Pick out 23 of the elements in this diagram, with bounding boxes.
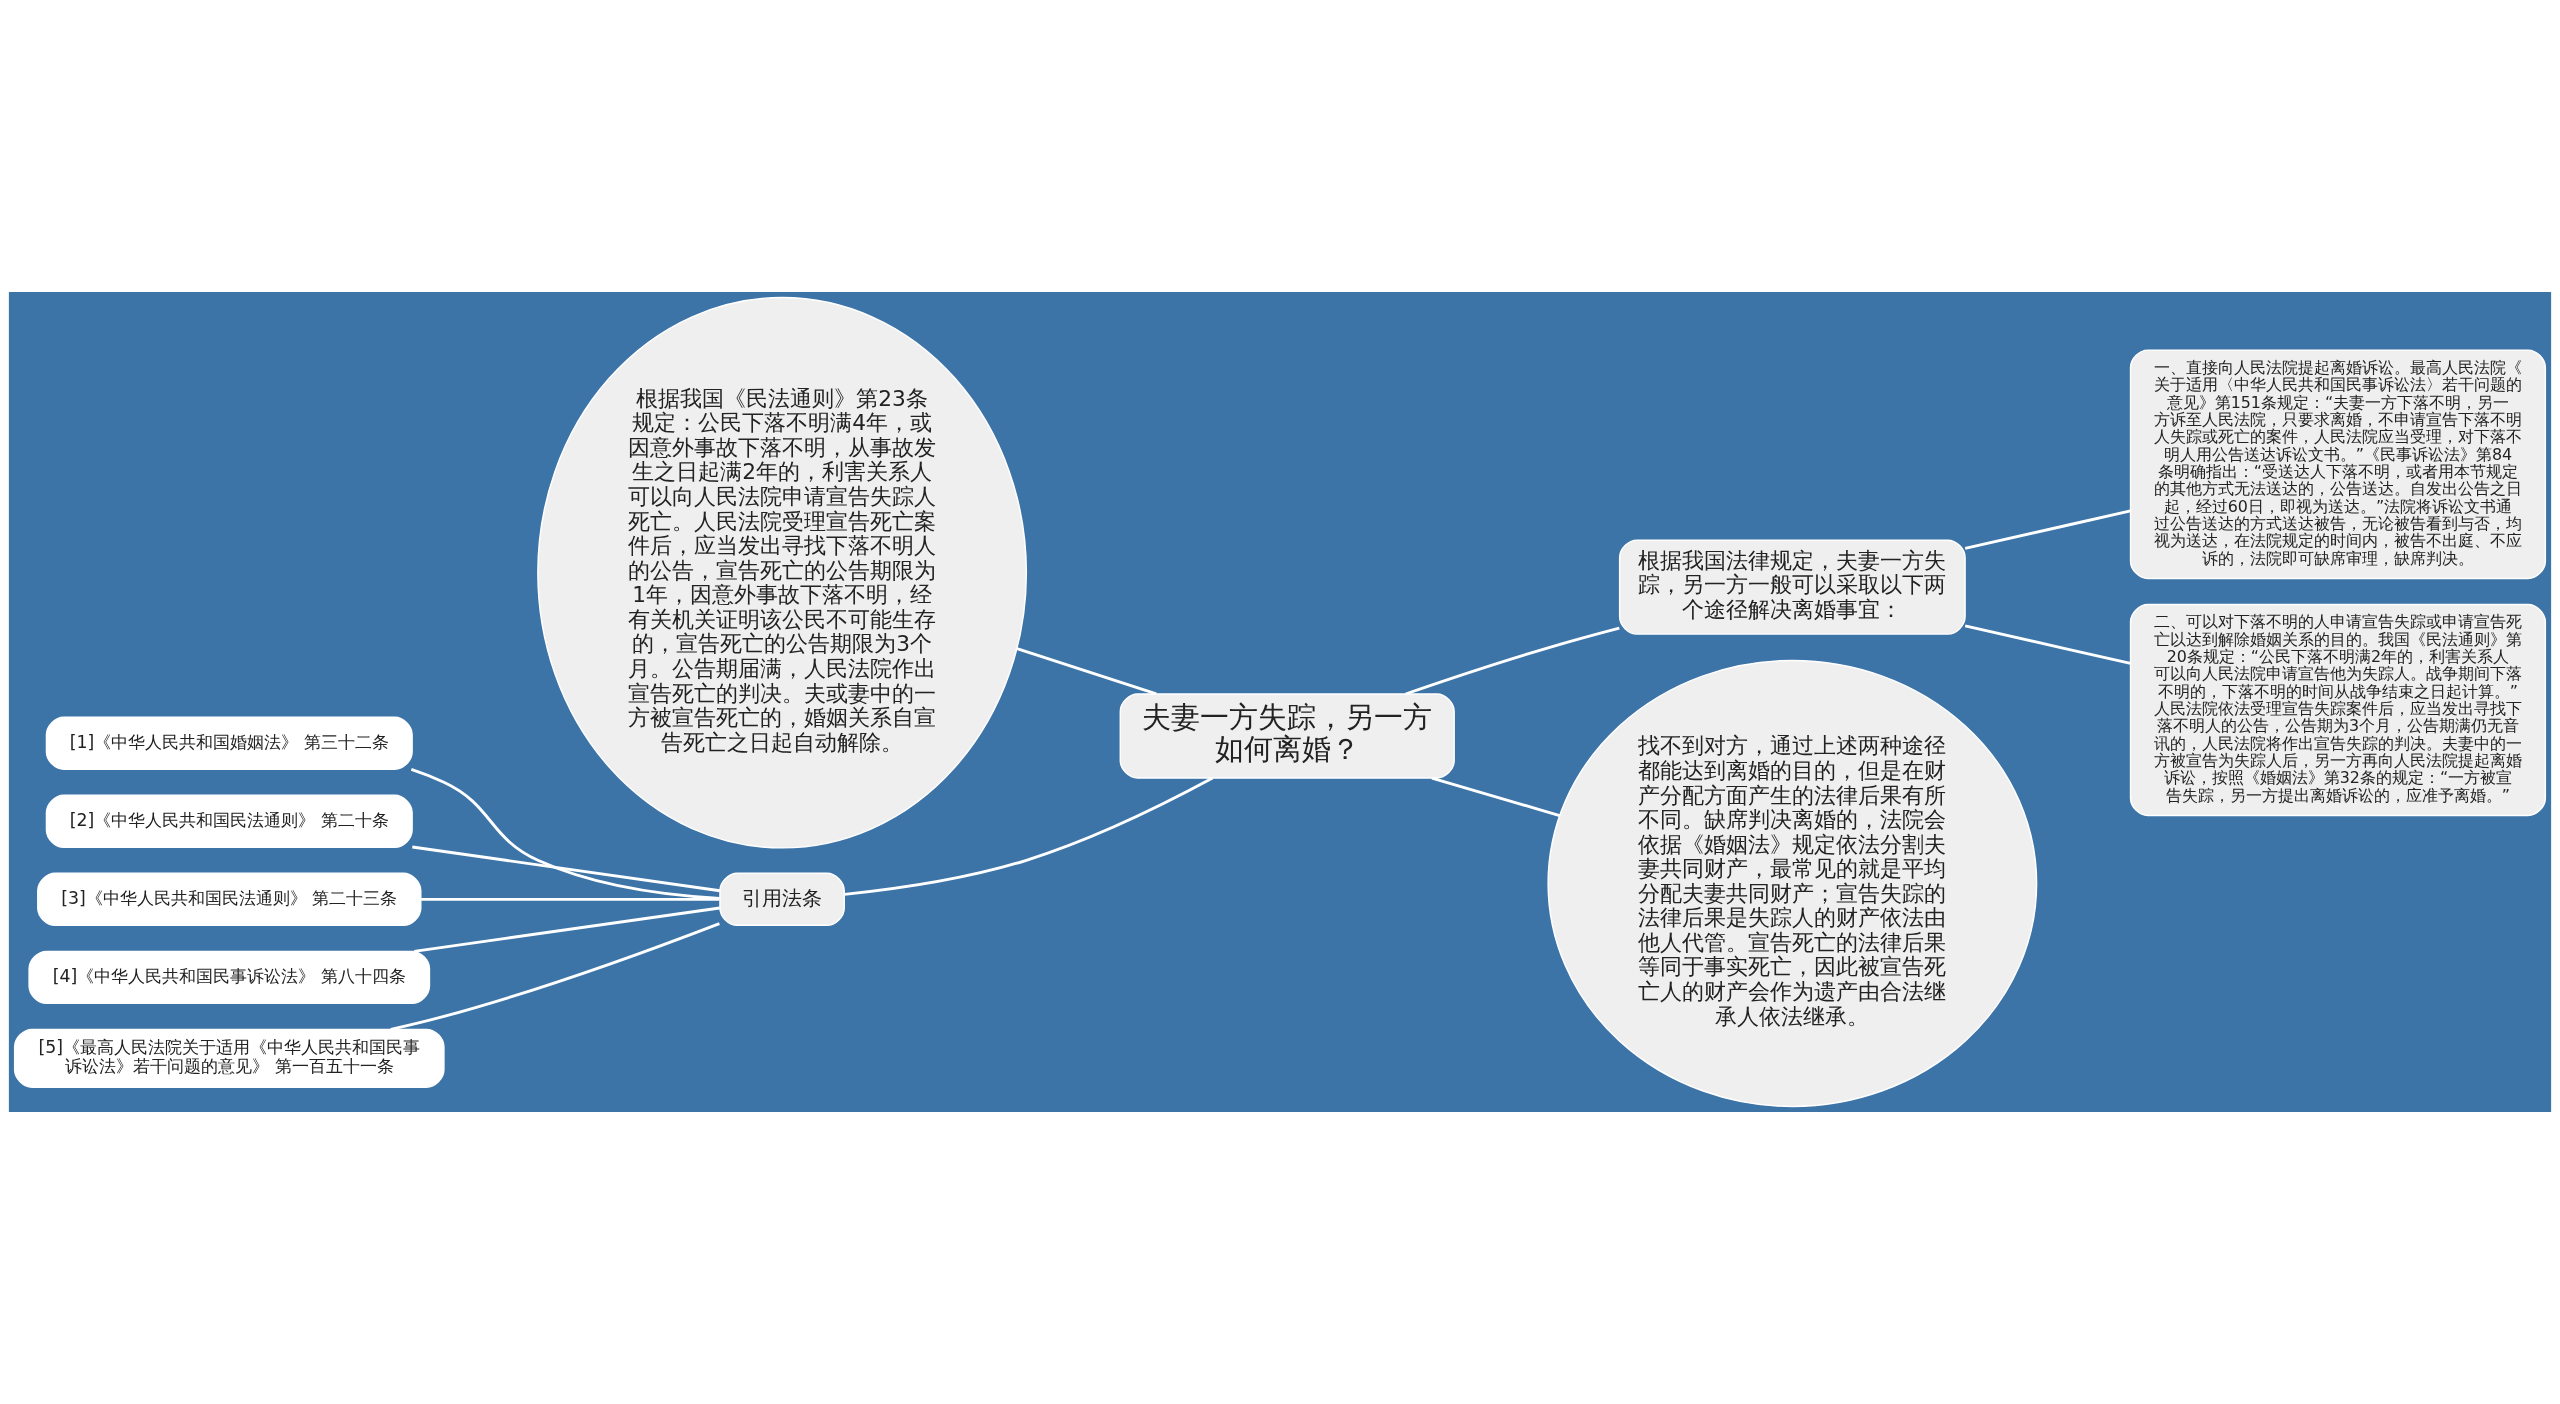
connector [1405,626,1620,696]
connector [414,906,720,953]
node-ellipse: 根据我国《民法通则》第23条规定：公民下落不明满4年，或因意外事故下落不明，从事故发生之日起满2年的，利害关系人可以向人民法院申请宣告失踪人死亡。人民法院受理宣告死亡案件后，应当发出寻找下落不明人的公告，宣告死亡的公告期限为1年，因意外事故下落不明，经有关机关证明该公民不可能生存的，宣告死亡的公告期限为3个月。公告期届满，人民法院作出宣告死亡的判决。夫或妻中的一方被宣告死亡的，婚姻关系自宣告死亡之日起自动解除。 [537,296,1028,849]
node-box: [1]《中华人民共和国婚姻法》 第三十二条 [45,716,413,770]
connector [844,776,1214,896]
node-box: 一、直接向人民法院提起离婚诉讼。最高人民法院《关于适用〈中华人民共和国民事诉讼法〉若干问题的意见》第151条规定：“夫妻一方下落不明，另一方诉至人民法院，只要求离婚，不申请宣告下落不明人失踪或死亡的案件，人民法院应当受理，对下落不明人用公告送达诉讼文书。”《民事诉讼法》第84条明确指出：“受送达人下落不明，或者用本节规定的其他方式无法送达的，公告送达。自发出公告之日起，经过60日，即视为送达。”法院将诉讼文书通过公告送达的方式送达被告，无论被告看到与否，均视为送达，在法院规定的时间内，被告不出庭、不应诉的，法院即可缺席审理，缺席判决。 [2129,349,2547,580]
node-box: [2]《中华人民共和国民法通则》 第二十条 [45,794,413,849]
node-box: 二、可以对下落不明的人申请宣告失踪或申请宣告死亡以达到解除婚姻关系的目的。我国《民法通则》第20条规定：“公民下落不明满2年的，利害关系人可以向人民法院申请宣告他为失踪人。战争期间下落不明的，下落不明的时间从战争结束之日起计算。”人民法院依法受理宣告失踪案件后，应当发出寻找下落不明人的公告，公告期为3个月，公告期满仍无音讯的，人民法院将作出宣告失踪的判决。夫妻中的一方被宣告为失踪人后，另一方再向人民法院提起离婚诉讼，按照《婚姻法》第32条的规定：“一方被宣告失踪，另一方提出离婚诉讼的，应准予离婚。” [2129,603,2547,817]
node-box: [4]《中华人民共和国民事诉讼法》 第八十四条 [28,950,431,1005]
connector [410,768,720,900]
connector [412,845,721,893]
connector [390,922,720,1031]
connector [1431,776,1561,817]
node-box: 夫妻一方失踪，另一方如何离婚？ [1119,693,1455,779]
node-box: 引用法条 [719,872,845,927]
node-box: [3]《中华人民共和国民法通则》 第二十三条 [37,872,422,927]
connector [421,897,720,901]
node-box: [5]《最高人民法院关于适用《中华人民共和国民事诉讼法》若干问题的意见》 第一百五十一条 [13,1028,445,1088]
node-circle: 找不到对方，通过上述两种途径都能达到离婚的目的，但是在财产分配方面产生的法律后果有所不同。缺席判决离婚的，法院会依据《婚姻法》规定依法分割夫妻共同财产，最常见的就是平均分配夫妻共同财产；宣告失踪的法律后果是失踪人的财产依法由他人代管。宣告死亡的法律后果等同于事实死亡，因此被宣告死亡人的财产会作为遗产由合法继承人依法继承。 [1547,659,2038,1108]
node-box: 根据我国法律规定，夫妻一方失踪，另一方一般可以采取以下两个途径解决离婚事宜： [1618,539,1966,635]
connector [1964,509,2131,550]
connector [1964,624,2131,665]
connector [1016,647,1157,696]
